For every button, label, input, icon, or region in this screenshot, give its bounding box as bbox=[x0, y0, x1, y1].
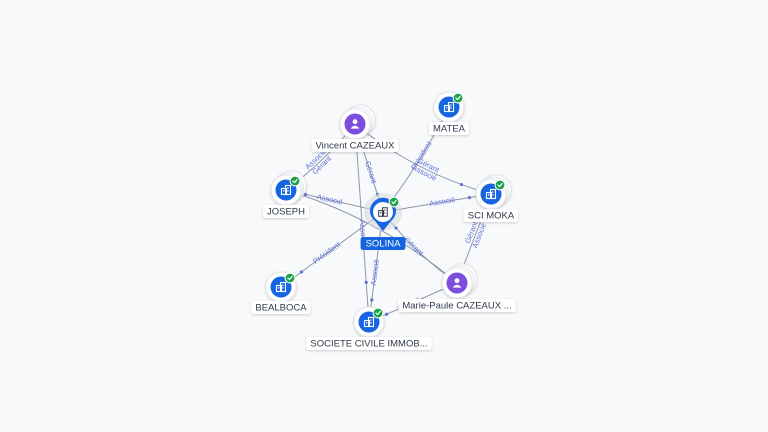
edge-label: Associé bbox=[316, 192, 344, 207]
node-label-group: BEALBOCA bbox=[251, 301, 311, 314]
building-icon bbox=[485, 188, 497, 200]
verified-check-icon bbox=[284, 272, 296, 284]
node-label-group: Marie-Paule CAZEAUX ... bbox=[398, 299, 516, 312]
node-label: BEALBOCA bbox=[255, 303, 307, 314]
node-label: Vincent CAZEAUX bbox=[315, 141, 395, 152]
node-label: SCI MOKA bbox=[468, 211, 515, 222]
verified-check-icon bbox=[388, 196, 400, 208]
nodes-layer: Vincent CAZEAUX MATEA JOSEPH SCI MOKA BEALBO… bbox=[251, 91, 519, 350]
edge-arrow-dot bbox=[385, 312, 389, 316]
edge-label: Gérant bbox=[363, 160, 379, 185]
edge-line bbox=[354, 123, 492, 195]
node-vincent[interactable]: Vincent CAZEAUX bbox=[311, 104, 399, 152]
verified-check-icon bbox=[372, 307, 384, 319]
node-label: MATEA bbox=[433, 124, 466, 135]
edge-arrow-dot bbox=[394, 226, 398, 230]
edge-label: Associé bbox=[358, 219, 369, 246]
person-icon bbox=[350, 119, 360, 129]
node-bealboca[interactable]: BEALBOCA bbox=[251, 271, 311, 314]
edge-arrow-dot bbox=[370, 298, 374, 302]
node-label: SOCIETE CIVILE IMMOB... bbox=[310, 339, 427, 350]
edge-arrow-dot bbox=[467, 196, 471, 200]
node-marie[interactable]: Marie-Paule CAZEAUX ... bbox=[398, 263, 516, 312]
node-matea[interactable]: MATEA bbox=[428, 91, 470, 135]
node-label-group: SCI MOKA bbox=[463, 209, 519, 222]
node-joseph[interactable]: JOSEPH bbox=[262, 170, 310, 218]
node-label: JOSEPH bbox=[267, 207, 305, 218]
node-label-bg bbox=[311, 139, 399, 152]
node-label: Marie-Paule CAZEAUX ... bbox=[402, 301, 511, 312]
verified-check-icon bbox=[289, 175, 301, 187]
building-icon bbox=[378, 207, 388, 217]
person-icon bbox=[452, 278, 462, 288]
node-label-bg bbox=[262, 205, 310, 218]
building-icon bbox=[275, 281, 287, 293]
edge-arrow-dot bbox=[364, 280, 368, 284]
building-icon bbox=[443, 101, 455, 113]
node-label-group: JOSEPH bbox=[262, 205, 310, 218]
node-label-bg bbox=[463, 209, 519, 222]
building-icon bbox=[280, 184, 292, 196]
verified-check-icon bbox=[494, 179, 506, 191]
center-label-bg bbox=[360, 237, 406, 250]
building-icon bbox=[363, 316, 375, 328]
node-solina-center[interactable]: SOLINA bbox=[360, 193, 406, 250]
edge-label: Associé bbox=[369, 259, 381, 286]
verified-check-icon bbox=[452, 92, 464, 104]
edge-arrow-dot bbox=[459, 182, 464, 187]
node-label-bg bbox=[428, 122, 470, 135]
edge-arrow-dot bbox=[303, 192, 307, 196]
edge-label: Associé bbox=[429, 195, 456, 208]
edge-arrow-dot bbox=[299, 270, 303, 274]
node-label-bg bbox=[306, 337, 432, 350]
node-label-bg bbox=[251, 301, 311, 314]
node-label-bg bbox=[398, 299, 516, 312]
edge-label: Président bbox=[311, 239, 343, 266]
center-label: SOLINA bbox=[366, 239, 402, 250]
node-label-group: Vincent CAZEAUX bbox=[311, 139, 399, 152]
node-label-group: MATEA bbox=[428, 122, 470, 135]
node-label-group: SOCIETE CIVILE IMMOB... bbox=[306, 337, 432, 350]
node-sci_immo[interactable]: SOCIETE CIVILE IMMOB... bbox=[306, 306, 432, 350]
node-scimoka[interactable]: SCI MOKA bbox=[463, 174, 519, 222]
